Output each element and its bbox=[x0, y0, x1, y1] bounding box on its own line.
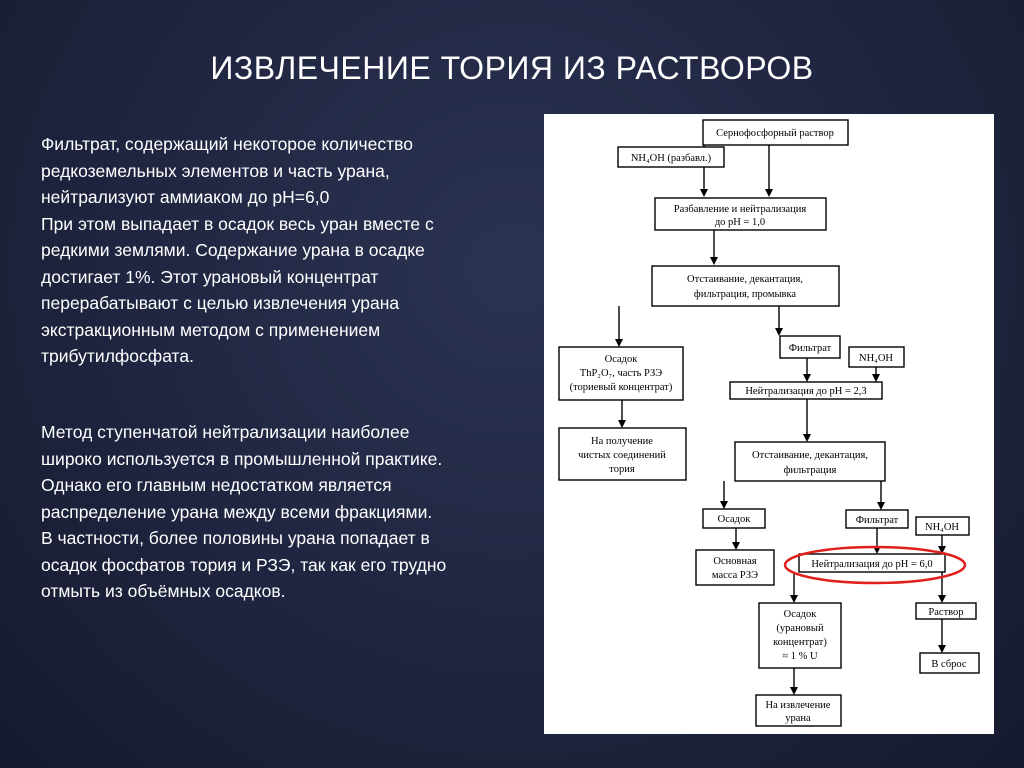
paragraph-stepwise-neutralization: Метод ступенчатой нейтрализации наиболее… bbox=[41, 419, 531, 605]
text-line: перерабатывают с целью извлечения урана bbox=[41, 293, 400, 313]
box-label: Осадок bbox=[718, 514, 752, 525]
box-label: урана bbox=[785, 713, 811, 724]
box-uranium-concentrate: Осадок (урановый концентрат) ≈ 1 % U bbox=[758, 602, 842, 669]
box-residual-solution: Раствор bbox=[915, 602, 977, 620]
box-label: На получение bbox=[591, 436, 653, 447]
text-line: распределение урана между всеми фракциям… bbox=[41, 501, 433, 522]
box-label: концентрат) bbox=[773, 637, 827, 648]
box-label: ThP₂O₇, часть РЗЭ bbox=[580, 368, 662, 379]
box-filtrate-2: Фильтрат bbox=[845, 509, 909, 529]
box-label: Фильтрат bbox=[789, 343, 832, 354]
box-label: до pH = 1,0 bbox=[715, 217, 765, 228]
flowchart-panel: Сернофосфорный раствор NH₄OH (разбавл.) … bbox=[544, 114, 994, 734]
text-line: трибутилфосфата. bbox=[41, 346, 194, 366]
box-label: ≈ 1 % U bbox=[782, 651, 818, 662]
slide-title: ИЗВЛЕЧЕНИЕ ТОРИЯ ИЗ РАСТВОРОВ bbox=[210, 50, 814, 86]
box-label: Отстаивание, декантация, bbox=[687, 274, 803, 285]
text-line: редкоземельных элементов и часть урана, bbox=[41, 160, 390, 181]
box-pure-thorium-compounds: На получение чистых соединений тория bbox=[558, 427, 687, 481]
box-sulfophosphoric-solution: Сернофосфорный раствор bbox=[702, 119, 849, 146]
text-line: нейтрализуют аммиаком до рН=6,0 bbox=[41, 187, 330, 207]
box-thorium-precipitate: Осадок ThP₂O₇, часть РЗЭ (ториевый конце… bbox=[558, 346, 684, 401]
box-uranium-extraction: На извлечение урана bbox=[755, 694, 842, 727]
text-line: редкими землями. Содержание урана в осад… bbox=[41, 240, 425, 260]
text-line: Метод ступенчатой нейтрализации наиболее bbox=[41, 422, 410, 442]
box-label: Отстаивание, декантация, bbox=[752, 450, 868, 461]
box-label: Раствор bbox=[928, 607, 963, 618]
text-line: достигает 1%. Этот урановый концентрат bbox=[41, 266, 379, 287]
box-label: Фильтрат bbox=[856, 515, 899, 526]
box-label: В сброс bbox=[931, 659, 967, 670]
text-line: Однако его главным недостатком является bbox=[41, 475, 392, 495]
box-label: NH₄OH bbox=[859, 353, 893, 364]
box-label: Разбавление и нейтрализация bbox=[674, 204, 807, 215]
text-line: осадок фосфатов тория и РЗЭ, так как его… bbox=[41, 554, 447, 575]
box-main-rare-earths: Основная масса РЗЭ bbox=[695, 549, 775, 586]
text-line: Фильтрат, содержащий некоторое количеств… bbox=[41, 134, 414, 154]
text-line: При этом выпадает в осадок весь уран вме… bbox=[41, 213, 434, 234]
box-settling-filtration-washing: Отстаивание, декантация, фильтрация, про… bbox=[651, 265, 840, 307]
box-label: тория bbox=[609, 464, 635, 475]
box-label: фильтрация, промывка bbox=[694, 289, 797, 300]
box-label: NH₄OH (разбавл.) bbox=[631, 153, 712, 164]
highlight-ellipse bbox=[783, 545, 967, 585]
box-filtrate-1: Фильтрат bbox=[779, 335, 841, 359]
box-label: масса РЗЭ bbox=[712, 570, 758, 581]
box-settling-filtration: Отстаивание, декантация, фильтрация bbox=[734, 441, 886, 482]
box-label: фильтрация bbox=[784, 465, 837, 476]
text-line: В частности, более половины урана попада… bbox=[41, 528, 430, 548]
box-label: Осадок bbox=[605, 354, 639, 365]
box-ammonia-2: NH₄OH bbox=[848, 346, 905, 368]
box-to-discard: В сброс bbox=[919, 652, 980, 674]
box-label: чистых соединений bbox=[578, 450, 666, 461]
flowchart-connectors bbox=[615, 145, 946, 695]
paragraph-filtrate-neutralization: Фильтрат, содержащий некоторое количеств… bbox=[41, 131, 531, 370]
box-label: (урановый bbox=[776, 623, 824, 634]
box-label: Нейтрализация до pH = 6,0 bbox=[811, 559, 932, 570]
text-line: отмыть из объёмных осадков. bbox=[41, 581, 286, 601]
box-label: Нейтрализация до pH = 2,3 bbox=[745, 386, 866, 397]
box-neutralization-ph-2-3: Нейтрализация до pH = 2,3 bbox=[729, 381, 883, 400]
box-label: (ториевый концентрат) bbox=[570, 382, 673, 393]
box-dilution-neutralization: Разбавление и нейтрализация до pH = 1,0 bbox=[654, 197, 827, 231]
box-label: Осадок bbox=[784, 609, 818, 620]
box-ammonia-3: NH₄OH bbox=[915, 516, 970, 536]
box-label: Сернофосфорный раствор bbox=[716, 128, 834, 139]
text-line: экстракционным методом с применением bbox=[41, 319, 381, 340]
box-precipitate-2: Осадок bbox=[702, 508, 766, 529]
box-label: На извлечение bbox=[766, 700, 831, 711]
box-label: Основная bbox=[713, 556, 756, 567]
box-neutralization-ph-6-0: Нейтрализация до pH = 6,0 bbox=[798, 553, 946, 573]
flowchart-svg: Сернофосфорный раствор NH₄OH (разбавл.) … bbox=[558, 119, 980, 727]
box-ammonia-dilute: NH₄OH (разбавл.) bbox=[617, 146, 725, 168]
text-line: широко используется в промышленной практ… bbox=[41, 448, 443, 469]
box-label: NH₄OH bbox=[925, 522, 959, 533]
